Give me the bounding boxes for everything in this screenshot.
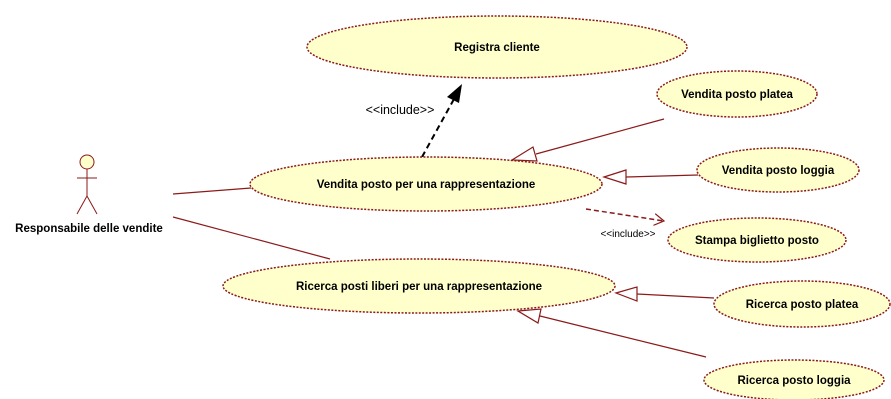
usecase-stampa-biglietto-posto[interactable]: Stampa biglietto posto	[667, 217, 847, 263]
actor-name: Responsabile delle vendite	[15, 223, 163, 235]
usecase-label: Vendita posto per una rappresentazione	[317, 179, 536, 191]
include-arrowhead-icon	[447, 84, 462, 103]
association-actor-ricerca[interactable]	[172, 216, 331, 260]
usecase-ricerca-posto-platea[interactable]: Ricerca posto platea	[713, 280, 891, 328]
usecase-label: Ricerca posto platea	[746, 299, 859, 311]
usecase-label: Stampa biglietto posto	[695, 235, 819, 247]
usecase-vendita-posto-loggia[interactable]: Vendita posto loggia	[696, 147, 860, 193]
usecase-label: Registra cliente	[454, 42, 540, 54]
include-label-registra: <<include>>	[366, 103, 435, 117]
usecase-label: Ricerca posto loggia	[737, 375, 851, 387]
usecase-vendita-posto-rappresentazione[interactable]: Vendita posto per una rappresentazione	[249, 156, 603, 212]
actor[interactable]: Responsabile delle vendite	[15, 154, 163, 235]
usecase-label: Vendita posto loggia	[722, 165, 835, 177]
usecase-ricerca-posti-liberi[interactable]: Ricerca posti liberi per una rappresenta…	[222, 258, 616, 314]
generalization-ricerca-loggia-to-ricerca[interactable]	[516, 308, 707, 358]
association-actor-vendita[interactable]	[172, 187, 252, 195]
include-dependency-registra[interactable]	[421, 98, 455, 158]
usecase-label: Vendita posto platea	[681, 89, 793, 101]
generalization-ricerca-platea-to-ricerca[interactable]	[614, 286, 715, 302]
usecase-registra-cliente[interactable]: Registra cliente	[306, 15, 688, 79]
usecase-vendita-posto-platea[interactable]: Vendita posto platea	[656, 70, 818, 118]
include-dependency-stampa[interactable]	[585, 208, 664, 221]
actor-left-leg-icon	[76, 195, 88, 215]
include-label-stampa: <<include>>	[600, 229, 655, 240]
actor-head-icon	[79, 154, 95, 170]
usecase-label: Ricerca posti liberi per una rappresenta…	[296, 281, 542, 293]
generalization-platea-to-vendita[interactable]	[510, 118, 665, 162]
generalization-loggia-to-vendita[interactable]	[602, 169, 699, 185]
usecase-ricerca-posto-loggia[interactable]: Ricerca posto loggia	[703, 359, 885, 399]
actor-right-leg-icon	[86, 195, 98, 215]
